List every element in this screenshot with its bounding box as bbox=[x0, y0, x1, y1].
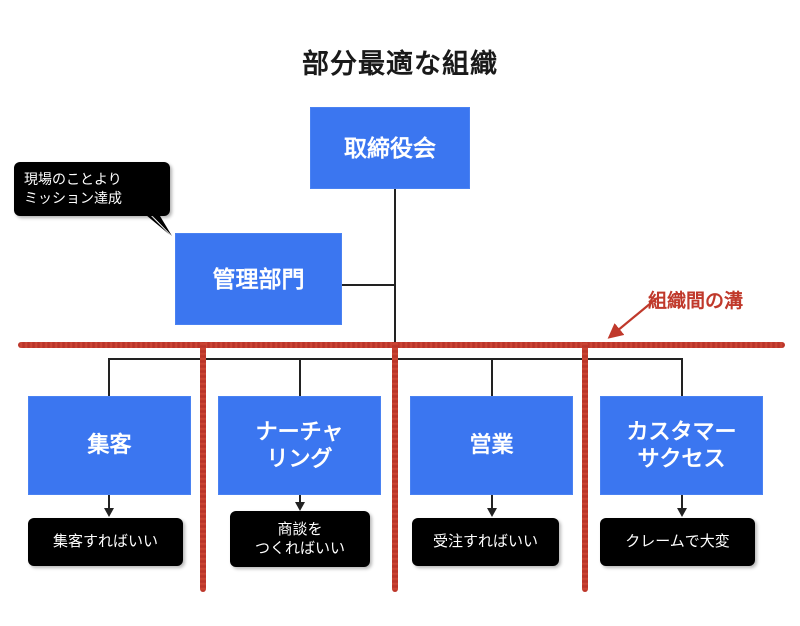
connector-board-vertical bbox=[394, 189, 396, 285]
gap-annotation-arrow-icon bbox=[607, 297, 658, 339]
caption-box-nurturing: 商談を つくればいい bbox=[230, 511, 370, 567]
caption-box-acquisition: 集客すればいい bbox=[28, 518, 183, 566]
org-box-admin[interactable]: 管理部門 bbox=[175, 233, 342, 325]
connector-unit-3-caption bbox=[681, 495, 683, 510]
caption-1-line1: 商談を bbox=[277, 520, 323, 538]
org-box-unit-1-label-line1: ナーチャ bbox=[255, 418, 344, 444]
org-box-unit-nurturing[interactable]: ナーチャ リング bbox=[218, 396, 381, 495]
gap-line-horizontal bbox=[18, 342, 785, 348]
org-box-unit-3-label-line2: サクセス bbox=[637, 445, 726, 471]
connector-unit-1-caption bbox=[299, 495, 301, 504]
org-box-unit-sales[interactable]: 営業 bbox=[410, 396, 573, 495]
page-title: 部分最適な組織 bbox=[302, 49, 498, 79]
org-box-unit-2-label-line1: 営業 bbox=[469, 432, 514, 458]
caption-3-line1: クレームで大変 bbox=[625, 533, 730, 551]
connector-unit-2-caption bbox=[491, 495, 493, 510]
connector-drop-unit-2 bbox=[491, 358, 493, 397]
org-box-unit-acquisition[interactable]: 集客 bbox=[28, 396, 191, 495]
callout-line1: 現場のことより bbox=[24, 171, 122, 188]
org-box-admin-label: 管理部門 bbox=[212, 265, 305, 292]
connector-admin-stub bbox=[342, 284, 395, 286]
connector-trunk-vertical bbox=[394, 284, 396, 359]
gap-annotation-label: 組織間の溝 bbox=[648, 291, 744, 312]
arrow-unit-0-caption bbox=[104, 508, 114, 517]
caption-1-line2: つくればいい bbox=[254, 540, 345, 557]
org-box-unit-customer-success[interactable]: カスタマー サクセス bbox=[600, 396, 763, 495]
callout-tail-icon bbox=[140, 205, 172, 236]
caption-2-line1: 受注すればいい bbox=[432, 533, 538, 551]
connector-drop-unit-3 bbox=[681, 358, 683, 397]
gap-line-vertical-3 bbox=[582, 342, 588, 592]
caption-box-customer-success: クレームで大変 bbox=[600, 518, 755, 566]
callout-line2: ミッション達成 bbox=[24, 190, 122, 206]
connector-unit-0-caption bbox=[108, 495, 110, 510]
caption-0-line1: 集客すればいい bbox=[52, 533, 158, 551]
callout-admin-mindset: 現場のことより ミッション達成 bbox=[14, 162, 170, 216]
org-box-unit-0-label-line1: 集客 bbox=[87, 432, 132, 458]
arrow-unit-2-caption bbox=[487, 508, 497, 517]
arrow-unit-1-caption bbox=[295, 502, 305, 511]
connector-drop-unit-0 bbox=[108, 358, 110, 397]
caption-box-sales: 受注すればいい bbox=[412, 518, 559, 566]
org-box-unit-3-label-line1: カスタマー bbox=[626, 418, 737, 444]
org-box-board[interactable]: 取締役会 bbox=[310, 107, 470, 189]
connector-drop-unit-1 bbox=[299, 358, 301, 397]
arrow-unit-3-caption bbox=[677, 508, 687, 517]
gap-line-vertical-2 bbox=[392, 342, 398, 592]
org-box-unit-1-label-line2: リング bbox=[266, 445, 333, 471]
gap-line-vertical-1 bbox=[200, 342, 206, 592]
org-box-board-label: 取締役会 bbox=[344, 134, 436, 161]
